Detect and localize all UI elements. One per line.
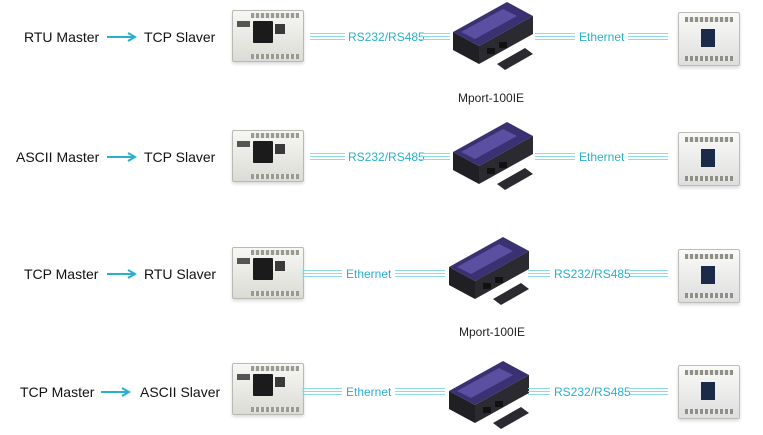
left-link-line bbox=[302, 270, 342, 278]
master-label: RTU Master bbox=[24, 29, 100, 45]
plc-icon bbox=[232, 363, 304, 415]
left-link-line bbox=[310, 33, 345, 41]
arrow-right-icon bbox=[107, 152, 138, 162]
right-link-line bbox=[630, 388, 668, 396]
slaver-label: TCP Slaver bbox=[144, 149, 216, 165]
left-link-line bbox=[310, 153, 345, 161]
right-link-line bbox=[628, 153, 668, 161]
plc-icon bbox=[232, 130, 304, 182]
right-link-label: Ethernet bbox=[579, 150, 625, 164]
left-link-line bbox=[395, 388, 445, 396]
arrow-right-icon bbox=[107, 32, 138, 42]
arrow-right-icon bbox=[101, 387, 132, 397]
right-link-line bbox=[528, 270, 550, 278]
left-link-line bbox=[420, 33, 450, 41]
plc-icon bbox=[232, 10, 304, 62]
mode-row-4: TCP Master ASCII Slaver Ethernet RS232/R… bbox=[0, 355, 763, 435]
gateway-icon bbox=[453, 2, 533, 70]
slaver-label: ASCII Slaver bbox=[140, 384, 221, 400]
plc-icon bbox=[678, 365, 740, 419]
plc-icon bbox=[678, 12, 740, 66]
mode-row-1: RTU Master TCP Slaver RS232/RS485 Ethern… bbox=[0, 0, 763, 105]
plc-icon bbox=[678, 249, 740, 303]
left-link-line bbox=[302, 388, 342, 396]
right-link-line bbox=[535, 33, 575, 41]
right-link-line bbox=[630, 270, 668, 278]
plc-icon bbox=[232, 247, 304, 299]
master-label: ASCII Master bbox=[16, 149, 100, 165]
left-link-line bbox=[420, 153, 450, 161]
mode-row-2: ASCII Master TCP Slaver RS232/RS485 Ethe… bbox=[0, 120, 763, 200]
right-link-line bbox=[628, 33, 668, 41]
right-link-line bbox=[535, 153, 575, 161]
slaver-label: RTU Slaver bbox=[144, 266, 217, 282]
right-link-label: RS232/RS485 bbox=[554, 385, 631, 399]
left-link-label: Ethernet bbox=[346, 385, 392, 399]
left-link-line bbox=[395, 270, 445, 278]
right-link-label: RS232/RS485 bbox=[554, 267, 631, 281]
left-link-label: RS232/RS485 bbox=[348, 30, 425, 44]
left-link-label: Ethernet bbox=[346, 267, 392, 281]
left-link-label: RS232/RS485 bbox=[348, 150, 425, 164]
right-link-line bbox=[528, 388, 550, 396]
master-label: TCP Master bbox=[20, 384, 95, 400]
arrow-right-icon bbox=[107, 269, 138, 279]
master-label: TCP Master bbox=[24, 266, 99, 282]
gateway-icon bbox=[449, 361, 529, 429]
device-caption: Mport-100IE bbox=[459, 325, 526, 339]
gateway-icon bbox=[449, 237, 529, 305]
right-link-label: Ethernet bbox=[579, 30, 625, 44]
slaver-label: TCP Slaver bbox=[144, 29, 216, 45]
plc-icon bbox=[678, 132, 740, 186]
mode-row-3: TCP Master RTU Slaver Ethernet RS232/RS4… bbox=[0, 237, 763, 339]
device-caption: Mport-100IE bbox=[458, 91, 525, 105]
gateway-icon bbox=[453, 122, 533, 190]
